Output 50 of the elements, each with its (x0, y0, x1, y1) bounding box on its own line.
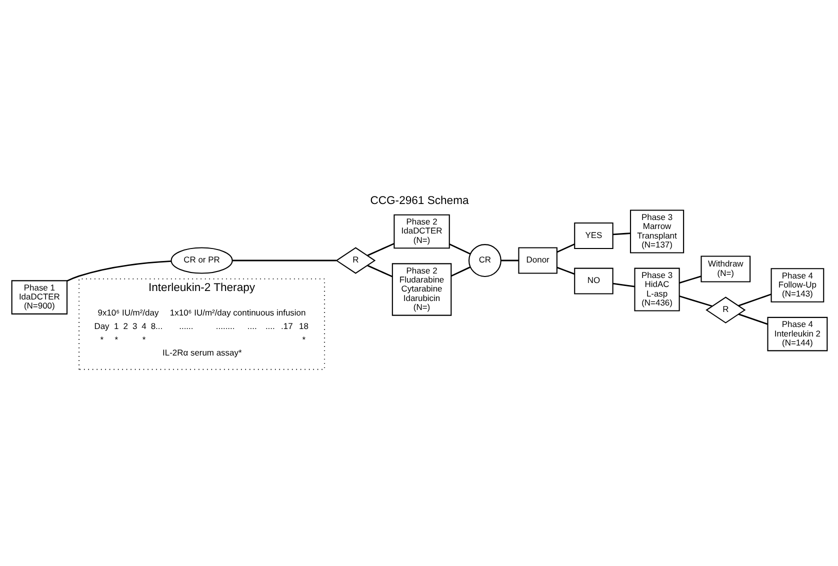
label: .17 (280, 320, 292, 330)
node-diamond: R (335, 246, 376, 274)
connector (678, 294, 712, 306)
node-box: Phase 2 Fludarabine Cytarabine Idarubicin (N=) (391, 262, 452, 316)
connector (556, 242, 574, 252)
label: 2 (122, 320, 128, 330)
node-box: Phase 1 IdaDCTER (N=900) (10, 280, 68, 314)
node-box: Donor (518, 246, 557, 274)
connector (232, 259, 336, 261)
connector (366, 264, 392, 277)
connector (448, 243, 470, 254)
label: 9x10⁶ IU/m²/day (97, 306, 158, 317)
label: ...... (178, 320, 193, 330)
node-box: Phase 3 Marrow Transplant (N=137) (629, 209, 684, 253)
connector (366, 242, 394, 256)
node-box: Phase 4 Follow-Up (N=143) (770, 268, 824, 302)
connector (500, 259, 518, 261)
diagram-title: CCG-2961 Schema (370, 194, 468, 206)
connector (612, 282, 634, 287)
connector (450, 266, 470, 276)
label: * (114, 334, 118, 344)
connector (612, 232, 630, 235)
label: 1 (114, 320, 118, 330)
connector (738, 293, 771, 306)
node-box: YES (574, 222, 613, 249)
label: .... (246, 320, 256, 330)
connector (738, 313, 768, 324)
node-box: NO (574, 267, 613, 294)
connector (678, 275, 701, 284)
label: 1x10⁶ IU/m²/day continuous infusion (169, 306, 306, 317)
label: 3 (132, 320, 137, 330)
node-box: Phase 3 HidAC L-asp (N=436) (634, 267, 680, 311)
node-box: Phase 4 Interleukin 2 (N=144) (766, 316, 828, 351)
label: * (142, 334, 146, 344)
label: 18 (298, 320, 308, 330)
connector (556, 266, 574, 274)
node-ellipse: CR or PR (170, 246, 232, 274)
label: * (100, 334, 104, 344)
label: 8... (150, 320, 162, 330)
label: Day (94, 320, 109, 330)
label: * (302, 334, 306, 344)
label: ........ (215, 320, 234, 330)
label: IL-2Rα serum assay* (162, 347, 242, 358)
node-circle: CR (468, 244, 501, 276)
label: 4 (141, 320, 146, 330)
node-box: Withdraw (N=) (700, 255, 750, 282)
connector (66, 260, 171, 282)
node-box: Phase 2 IdaDCTER (N=) (393, 214, 450, 248)
node-diamond: R (705, 296, 746, 323)
label: .... (264, 320, 274, 330)
